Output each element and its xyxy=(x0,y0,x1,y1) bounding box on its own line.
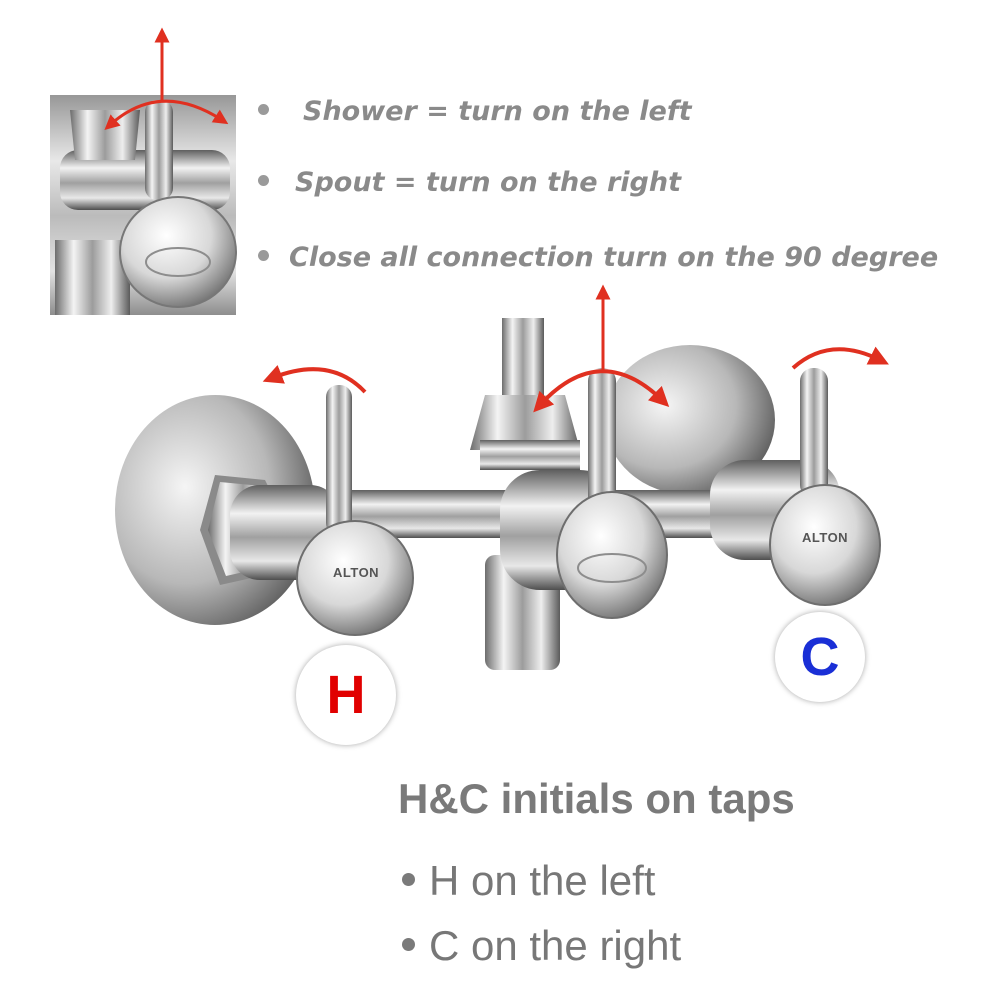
note-item-spout: Spout = turn on the right xyxy=(258,167,681,198)
left-cap-disc xyxy=(296,520,414,636)
section-heading: H&C initials on taps xyxy=(398,775,795,822)
hot-letter: H xyxy=(326,665,366,725)
center-rotate-arrow xyxy=(533,369,670,413)
left-lever-handle xyxy=(326,385,352,535)
bullet-icon xyxy=(402,873,415,887)
bullet-icon xyxy=(402,938,415,952)
brand-label-right: ALTON xyxy=(802,530,849,545)
brand-label-left: ALTON xyxy=(333,565,380,580)
list-item-cold: C on the right xyxy=(402,922,681,970)
inset-closeup xyxy=(50,27,237,315)
bullet-icon xyxy=(258,104,269,115)
right-lever-handle xyxy=(800,368,828,498)
right-cap-disc xyxy=(769,484,881,606)
left-rotate-arrow xyxy=(262,365,367,394)
cold-badge: C xyxy=(775,612,865,702)
right-wall-flange xyxy=(605,345,775,495)
right-rotate-arrow xyxy=(791,346,889,370)
note-item-shower: Shower = turn on the left xyxy=(258,96,692,127)
cold-letter: C xyxy=(800,627,840,687)
bullet-icon xyxy=(258,250,269,261)
list-item-hot: H on the left xyxy=(402,857,655,905)
bullet-icon xyxy=(258,175,269,186)
hot-badge: H xyxy=(296,645,396,745)
note-item-close: Close all connection turn on the 90 degr… xyxy=(258,242,938,273)
